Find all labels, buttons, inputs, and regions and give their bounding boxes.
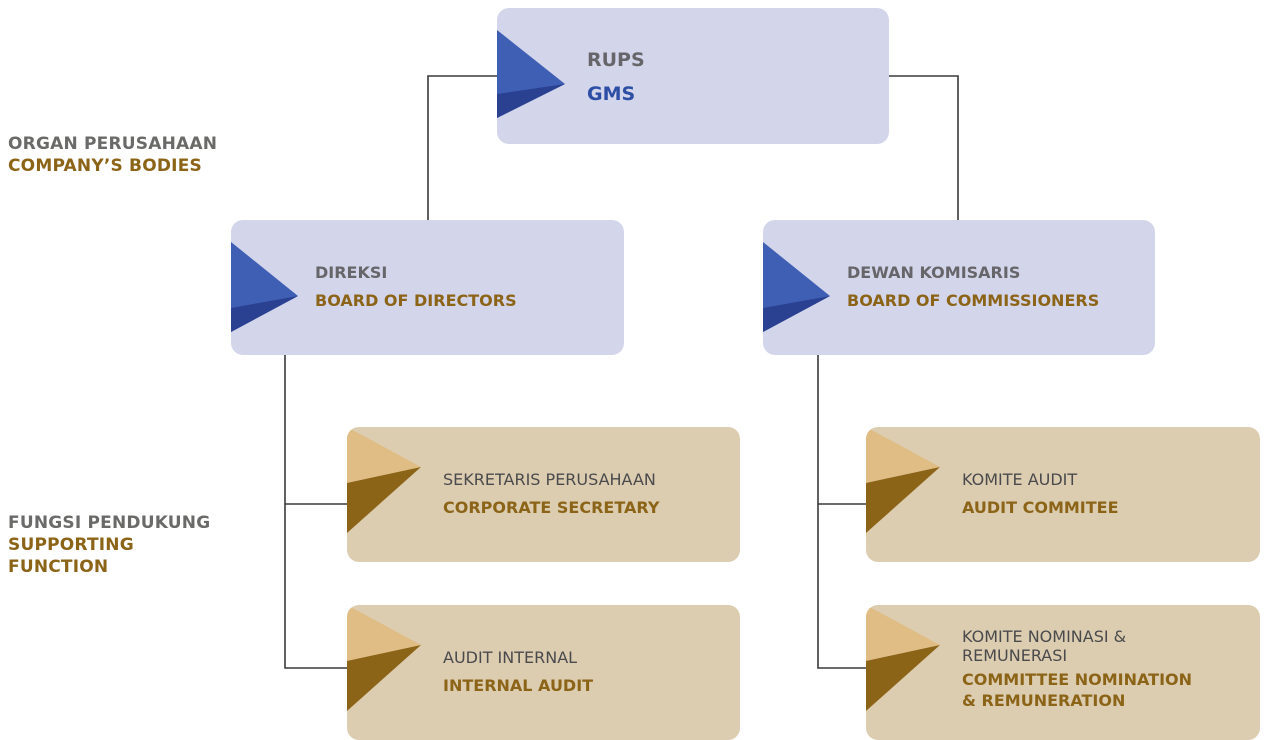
connector-gms-commissioners: [888, 75, 959, 220]
node-label-en: AUDIT COMMITEE: [962, 498, 1119, 517]
node-label-id-2: REMUNERASI: [962, 646, 1068, 665]
section-label-en: SUPPORTING: [8, 535, 134, 555]
gold-flag-icon: [347, 427, 421, 533]
blue-flag-icon: [763, 242, 830, 332]
section-label-id: ORGAN PERUSAHAAN: [8, 134, 218, 154]
node-label-id: KOMITE NOMINASI &: [962, 627, 1127, 646]
connector-commissioners-support: [817, 354, 868, 669]
node-label-id: KOMITE AUDIT: [962, 470, 1078, 489]
gold-flag-icon: [866, 427, 940, 533]
section-company-bodies: ORGAN PERUSAHAAN COMPANY’S BODIES: [8, 133, 217, 177]
node-internal-audit: AUDIT INTERNAL INTERNAL AUDIT: [347, 605, 740, 740]
node-audit-committee: KOMITE AUDIT AUDIT COMMITEE: [866, 427, 1260, 562]
node-label-en: COMMITTEE NOMINATION: [962, 670, 1193, 689]
blue-flag-icon: [231, 242, 298, 332]
connector-gms-directors: [427, 75, 498, 220]
node-label-id: DIREKSI: [315, 263, 388, 282]
blue-flag-icon: [497, 30, 565, 118]
node-label-id: DEWAN KOMISARIS: [847, 263, 1021, 282]
node-label-en: BOARD OF COMMISSIONERS: [847, 291, 1100, 310]
node-nomination-remuneration-committee: KOMITE NOMINASI & REMUNERASI COMMITTEE N…: [866, 605, 1260, 740]
node-label-id: RUPS: [587, 49, 645, 71]
section-label-id: FUNGSI PENDUKUNG: [8, 513, 211, 533]
node-label-en: GMS: [587, 83, 636, 105]
node-corporate-secretary: SEKRETARIS PERUSAHAAN CORPORATE SECRETAR…: [347, 427, 740, 562]
section-label-en: COMPANY’S BODIES: [8, 156, 202, 176]
node-label-en: CORPORATE SECRETARY: [443, 498, 660, 517]
section-label-en-2: FUNCTION: [8, 557, 109, 577]
section-supporting-function: FUNGSI PENDUKUNG SUPPORTING FUNCTION: [8, 512, 210, 578]
node-label-id: SEKRETARIS PERUSAHAAN: [443, 470, 656, 489]
node-label-id: AUDIT INTERNAL: [443, 648, 578, 667]
connector-directors-support: [284, 354, 348, 669]
gold-flag-icon: [347, 605, 421, 711]
node-label-en-2: & REMUNERATION: [962, 691, 1126, 710]
node-board-of-directors: DIREKSI BOARD OF DIRECTORS: [231, 220, 624, 355]
node-label-en: BOARD OF DIRECTORS: [315, 291, 517, 310]
node-board-of-commissioners: DEWAN KOMISARIS BOARD OF COMMISSIONERS: [763, 220, 1155, 355]
node-label-en: INTERNAL AUDIT: [443, 676, 594, 695]
gold-flag-icon: [866, 605, 940, 711]
node-gms: RUPS GMS: [497, 8, 889, 144]
